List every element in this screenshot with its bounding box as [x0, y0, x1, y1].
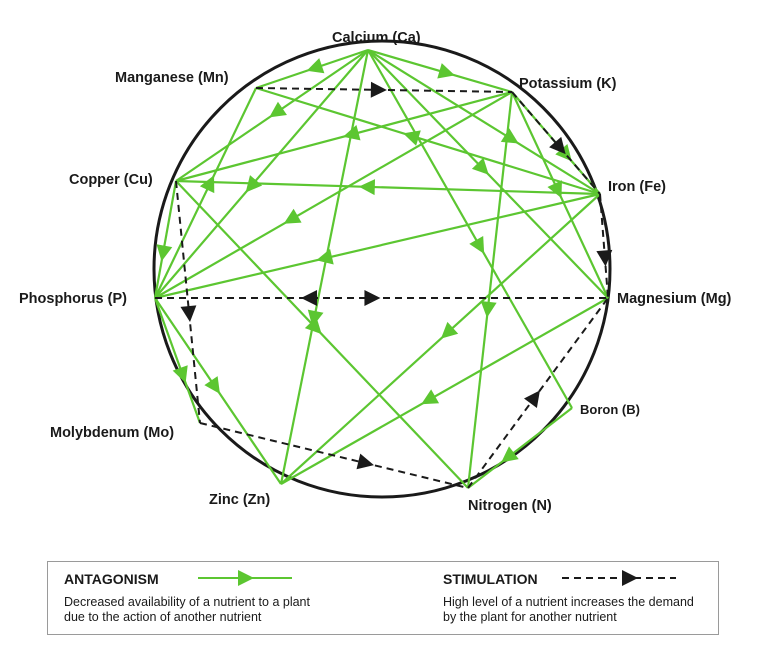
stimulation-line-manganese-to-potassium	[255, 81, 513, 98]
legend-stimulation-description: High level of a nutrient increases the d…	[443, 595, 694, 624]
node-phosphorus: Phosphorus (P)	[19, 291, 127, 307]
node-manganese: Manganese (Mn)	[115, 70, 229, 86]
legend	[47, 561, 719, 635]
antagonism-line-copper-to-nitrogen	[175, 180, 469, 489]
antagonism-line-potassium-to-nitrogen	[466, 91, 514, 489]
antagonism-line-calcium-to-potassium	[367, 48, 513, 94]
antagonism-line-magnesium-to-zinc	[280, 297, 609, 485]
antagonism-line-potassium-to-phosphorus	[154, 91, 513, 299]
antagonism-line-iron-to-zinc	[280, 193, 601, 485]
node-zinc: Zinc (Zn)	[209, 492, 271, 508]
antagonism-line-calcium-to-manganese	[255, 48, 369, 90]
legend-antagonism-title: ANTAGONISM	[64, 571, 159, 587]
node-molybdenum: Molybdenum (Mo)	[50, 425, 175, 441]
legend-stimulation-title: STIMULATION	[443, 571, 538, 587]
node-magnesium: Magnesium (Mg)	[617, 291, 732, 307]
node-iron: Iron (Fe)	[608, 179, 666, 195]
stimulation-line-phosphorus-to-magnesium	[155, 290, 608, 306]
node-potassium: Potassium (K)	[519, 76, 617, 92]
antagonism-line-calcium-to-boron	[367, 49, 573, 409]
legend-antagonism-line	[198, 570, 292, 586]
node-copper: Copper (Cu)	[69, 172, 153, 188]
antagonism-line-phosphorus-to-manganese	[154, 87, 257, 299]
antagonism-line-calcium-to-copper	[175, 49, 369, 182]
stimulation-line-molybdenum-to-nitrogen	[199, 422, 469, 489]
antagonism-line-phosphorus-to-molybdenum	[153, 297, 202, 424]
stimulation-line-iron-to-magnesium	[596, 193, 613, 299]
node-nitrogen: Nitrogen (N)	[468, 498, 552, 514]
antagonism-line-copper-to-phosphorus	[153, 180, 178, 299]
nutrient-circle	[152, 39, 612, 499]
stimulation-line-copper-to-molybdenum	[175, 180, 201, 424]
stimulation-line-nitrogen-to-magnesium	[467, 297, 609, 489]
antagonism-line-iron-to-manganese	[255, 86, 601, 196]
legend-stimulation-line	[562, 570, 676, 586]
antagonism-line-calcium-to-zinc	[279, 49, 370, 485]
antagonism-line-boron-to-nitrogen	[467, 407, 573, 489]
stimulation-line-potassium-to-iron	[511, 91, 601, 195]
antagonism-line-iron-to-phosphorus	[154, 192, 601, 300]
antagonism-line-iron-to-copper	[175, 179, 601, 196]
antagonism-line-potassium-to-copper	[175, 90, 513, 183]
legend-antagonism-description: Decreased availability of a nutrient to …	[64, 595, 310, 624]
node-boron: Boron (B)	[580, 402, 640, 417]
antagonism-line-calcium-to-iron	[367, 49, 601, 195]
antagonism-line-calcium-to-magnesium	[367, 49, 609, 299]
node-calcium: Calcium (Ca)	[332, 30, 421, 46]
antagonism-line-phosphorus-to-zinc	[154, 297, 282, 485]
